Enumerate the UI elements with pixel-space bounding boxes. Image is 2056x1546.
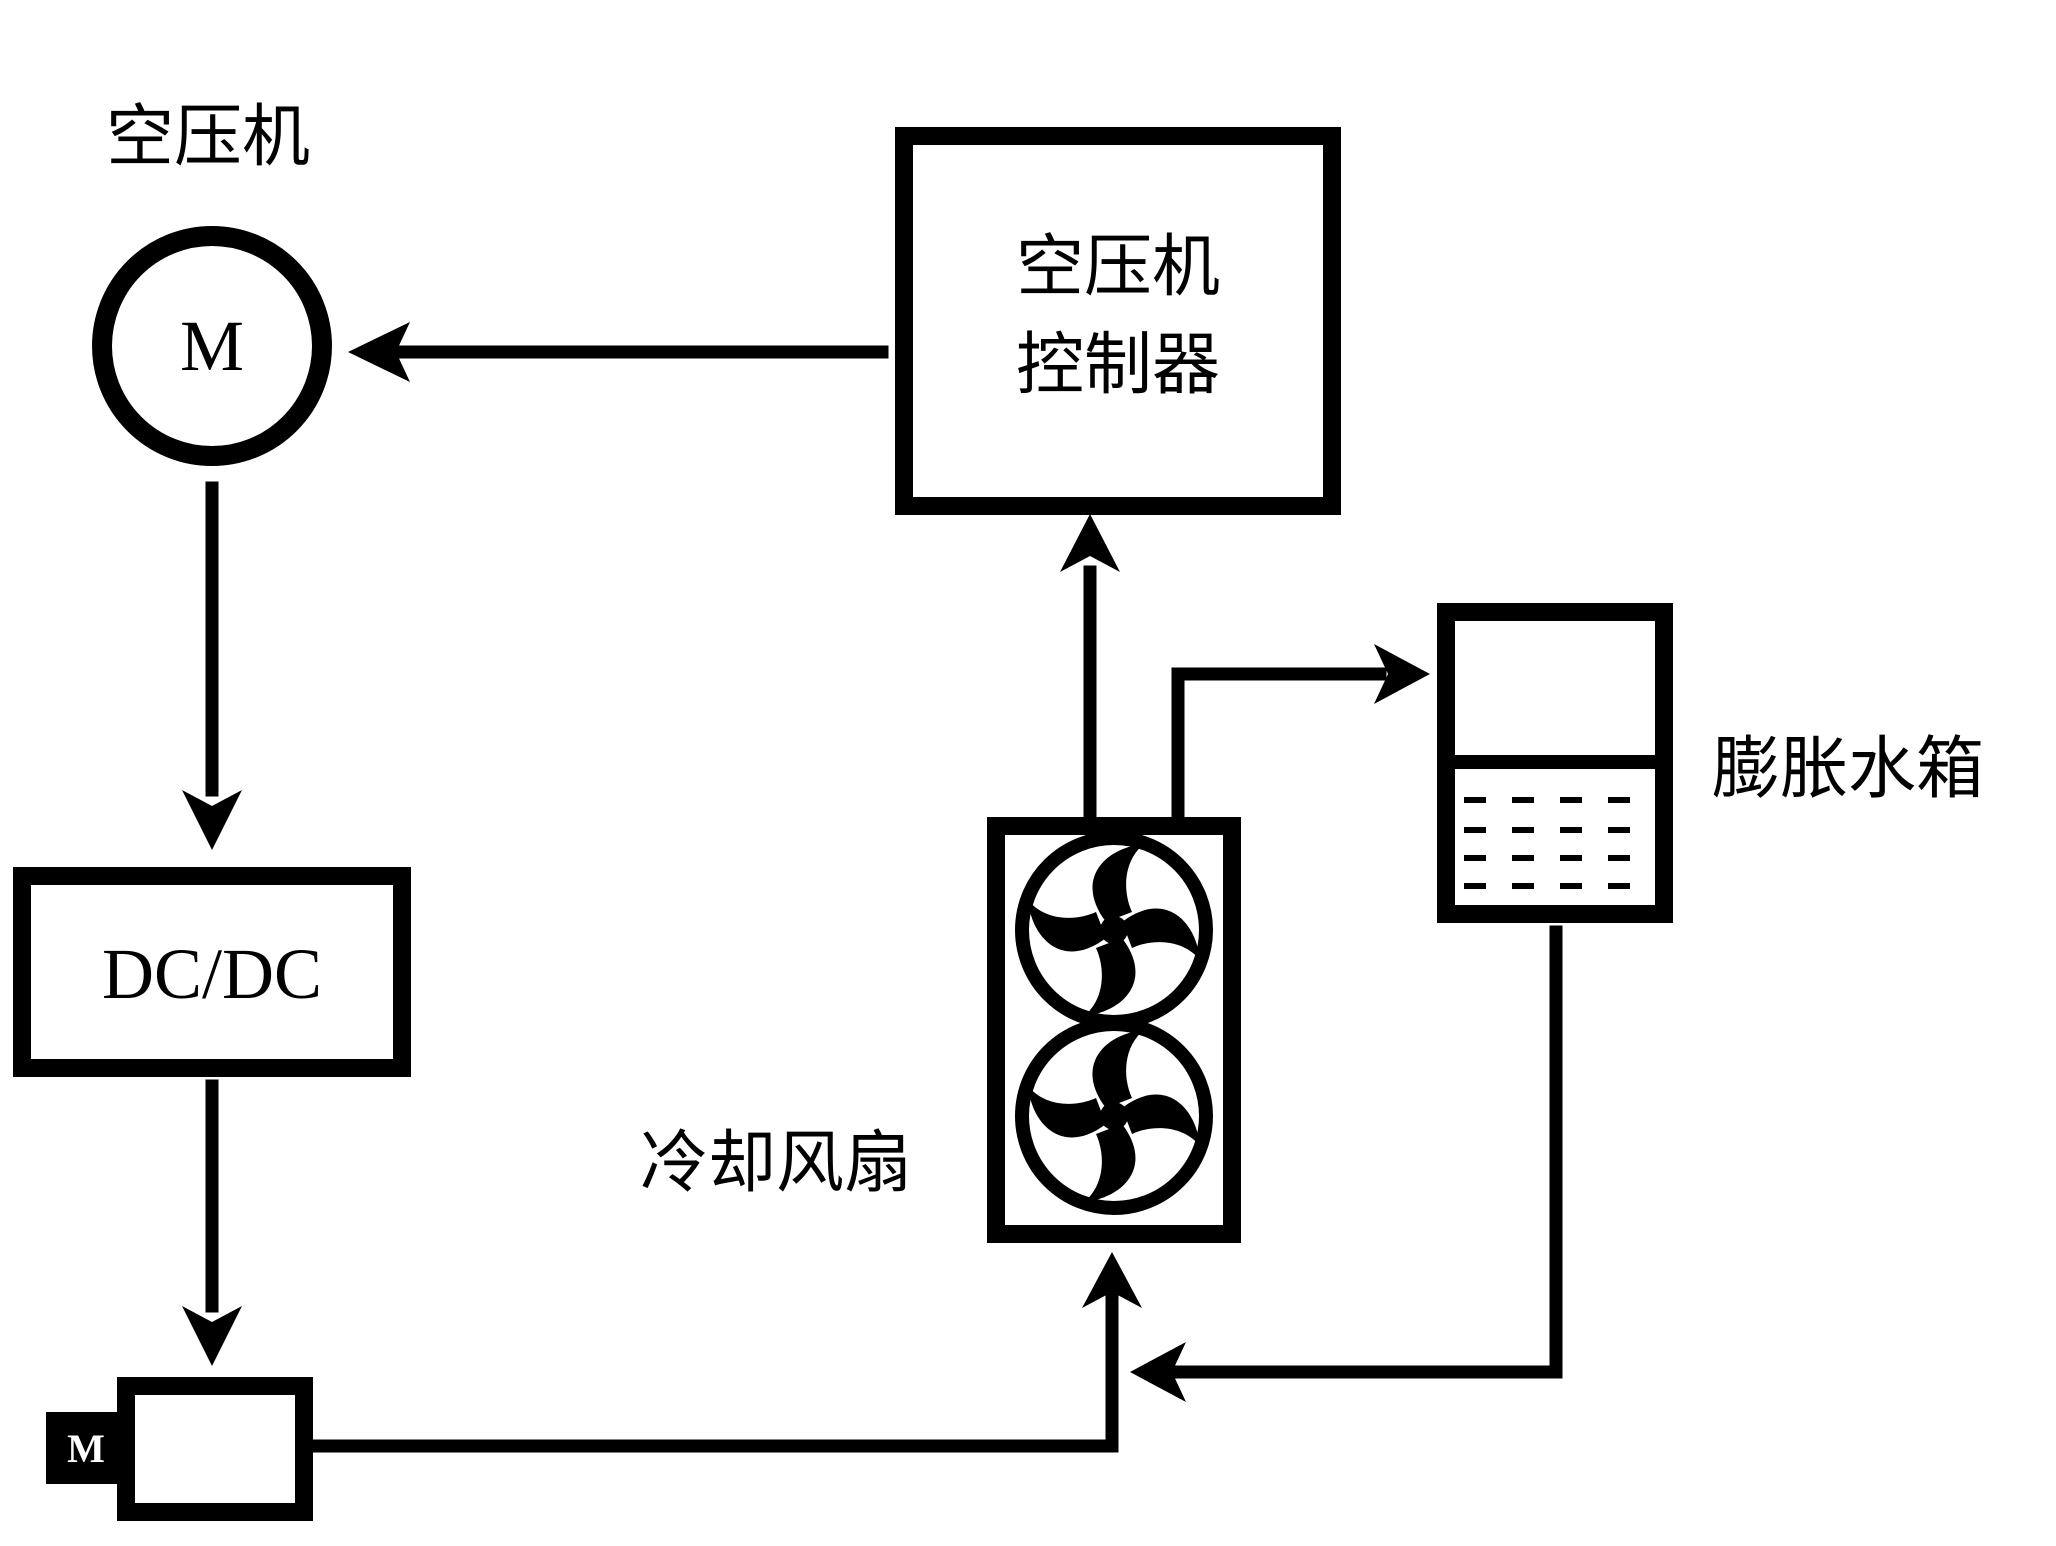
pump-to-fan-arrowhead	[1082, 1252, 1142, 1308]
fan-to-tank-pipe	[1171, 667, 1387, 821]
dcdc-converter: DC/DC	[13, 867, 411, 1077]
compressor-motor-circle	[92, 226, 332, 466]
compressor-label: 空压机	[106, 98, 310, 177]
expansion-tank-label: 膨胀水箱	[1712, 730, 1984, 809]
tank-return-arrowhead	[1130, 1342, 1186, 1402]
water-pump: M	[46, 1377, 313, 1521]
fan-to-tank-arrowhead	[1374, 644, 1430, 704]
compressor-motor-label: M	[180, 306, 244, 386]
pump-motor-label: M	[67, 1426, 105, 1471]
compressor-motor: M	[92, 226, 332, 466]
compressor-controller-box	[895, 127, 1341, 515]
pump-motor-block	[46, 1412, 120, 1484]
motor-to-dcdc-arrowhead	[182, 790, 242, 850]
cooling-fan-2-icon	[1015, 1017, 1213, 1215]
controller-to-motor-arrowhead	[348, 322, 410, 382]
tank-return-pipe	[1163, 925, 1563, 1379]
cooling-fan-unit	[987, 817, 1241, 1243]
dcdc-box	[13, 867, 411, 1077]
controller-label-line1: 空压机	[1016, 228, 1220, 307]
cooling-fan-label: 冷却风扇	[640, 1124, 912, 1203]
compressor-controller: 空压机 控制器	[895, 127, 1341, 515]
dcdc-to-pump-arrowhead	[182, 1306, 242, 1366]
pump-to-fan-pipe	[305, 1289, 1119, 1453]
fan-to-controller-arrowhead	[1060, 514, 1120, 572]
cooling-fan-1-icon	[1015, 831, 1213, 1029]
dcdc-label: DC/DC	[102, 934, 322, 1014]
pump-body	[117, 1377, 313, 1521]
controller-label-line2: 控制器	[1016, 326, 1220, 405]
expansion-tank	[1437, 603, 1673, 923]
